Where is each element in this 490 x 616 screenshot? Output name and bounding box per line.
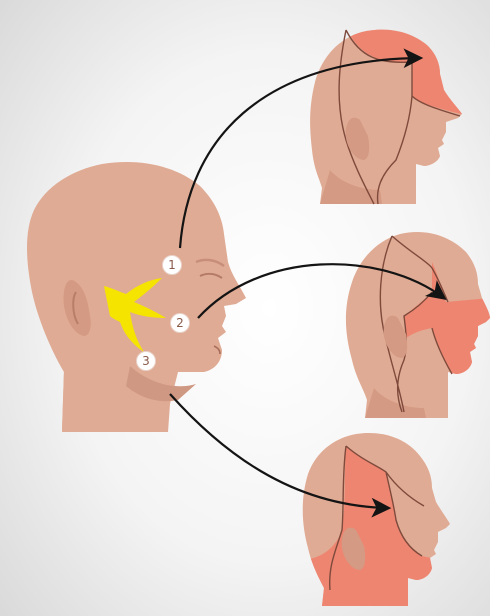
marker-3-label: 3 bbox=[142, 354, 150, 368]
marker-1-label: 1 bbox=[168, 258, 176, 272]
marker-3: 3 bbox=[137, 352, 156, 371]
marker-2: 2 bbox=[171, 314, 190, 333]
marker-1: 1 bbox=[163, 256, 182, 275]
marker-2-label: 2 bbox=[176, 316, 184, 330]
